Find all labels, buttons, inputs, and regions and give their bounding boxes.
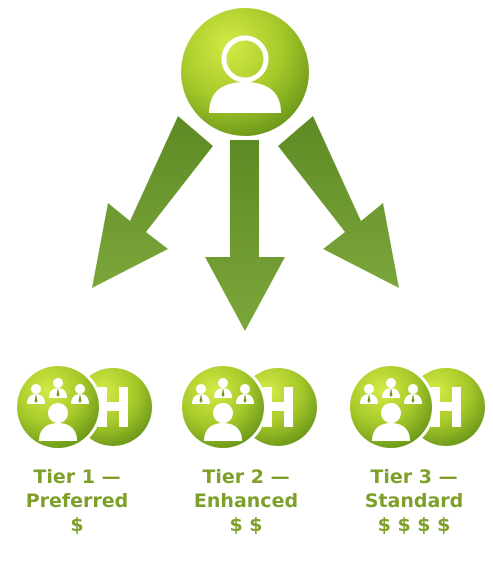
tier-1-label: Tier 1 — Preferred $ [0, 465, 157, 537]
top-person-circle [177, 4, 313, 140]
tier-2-name: Tier 2 — [202, 466, 290, 488]
tier-2-level: Enhanced [193, 490, 299, 512]
arrow-right [278, 116, 399, 288]
tier-1-level: Preferred [25, 490, 129, 512]
tier-1-icons [14, 363, 155, 451]
tier-3-name: Tier 3 — [370, 466, 458, 488]
arrow-center [205, 140, 285, 331]
person-icon [209, 35, 281, 113]
arrow-left [92, 116, 213, 288]
tier-1-cost: $ [70, 514, 84, 536]
people-group-icon [179, 363, 267, 451]
tier-2-cost: $ $ [229, 514, 263, 536]
tier-3-icons [347, 363, 488, 451]
tier-1-name: Tier 1 — [33, 466, 121, 488]
people-group-icon [14, 363, 102, 451]
tier-2-icons [179, 363, 320, 451]
people-group-icon [347, 363, 435, 451]
tier-2-label: Tier 2 — Enhanced $ $ [166, 465, 326, 537]
tier-3-label: Tier 3 — Standard $ $ $ $ [334, 465, 493, 537]
tier-3-cost: $ $ $ $ [377, 514, 451, 536]
tier-3-level: Standard [364, 490, 464, 512]
